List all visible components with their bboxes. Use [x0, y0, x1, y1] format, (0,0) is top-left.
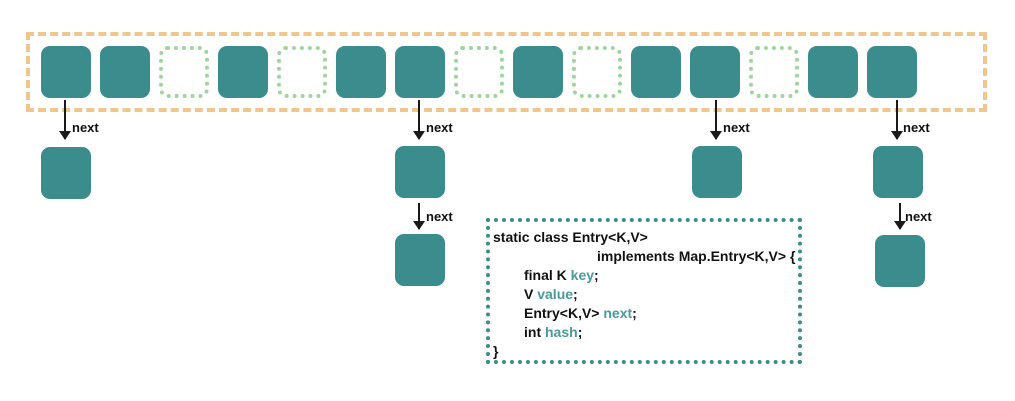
- next-label: next: [723, 120, 750, 135]
- next-arrow: [59, 100, 71, 140]
- hash-table-array: [26, 32, 987, 112]
- code-line: V value;: [524, 286, 578, 302]
- bucket-empty: [749, 46, 799, 98]
- bucket-filled: [808, 46, 858, 98]
- next-arrow: [413, 100, 425, 140]
- bucket-filled: [631, 46, 681, 98]
- next-arrow: [413, 203, 425, 230]
- chain-node: [875, 235, 925, 287]
- chain-node: [873, 146, 923, 198]
- code-line: final K key;: [524, 267, 599, 283]
- bucket-filled: [218, 46, 268, 98]
- bucket-filled: [395, 46, 445, 98]
- bucket-filled: [867, 46, 917, 98]
- code-line: implements Map.Entry<K,V> {: [597, 248, 796, 264]
- next-arrow: [710, 100, 722, 140]
- code-line: Entry<K,V> next;: [524, 305, 637, 321]
- field-value: value: [537, 286, 574, 302]
- next-label: next: [426, 120, 453, 135]
- bucket-filled: [41, 46, 91, 98]
- chain-node: [41, 147, 91, 199]
- bucket-empty: [277, 46, 327, 98]
- code-line: static class Entry<K,V>: [493, 229, 648, 245]
- bucket-filled: [690, 46, 740, 98]
- next-label: next: [72, 120, 99, 135]
- next-label: next: [426, 209, 453, 224]
- field-hash: hash: [545, 324, 578, 340]
- next-label: next: [903, 120, 930, 135]
- chain-node: [692, 146, 742, 198]
- chain-node: [395, 234, 445, 286]
- bucket-empty: [572, 46, 622, 98]
- bucket-empty: [454, 46, 504, 98]
- code-line: int hash;: [524, 324, 583, 340]
- bucket-empty: [159, 46, 209, 98]
- bucket-filled: [336, 46, 386, 98]
- next-arrow: [894, 203, 906, 230]
- next-label: next: [905, 209, 932, 224]
- bucket-filled: [100, 46, 150, 98]
- field-key: key: [570, 267, 595, 283]
- code-line: }: [493, 343, 499, 359]
- bucket-filled: [513, 46, 563, 98]
- chain-node: [395, 146, 445, 198]
- field-next: next: [603, 305, 633, 321]
- next-arrow: [891, 100, 903, 140]
- entry-class-code-box: [486, 218, 802, 364]
